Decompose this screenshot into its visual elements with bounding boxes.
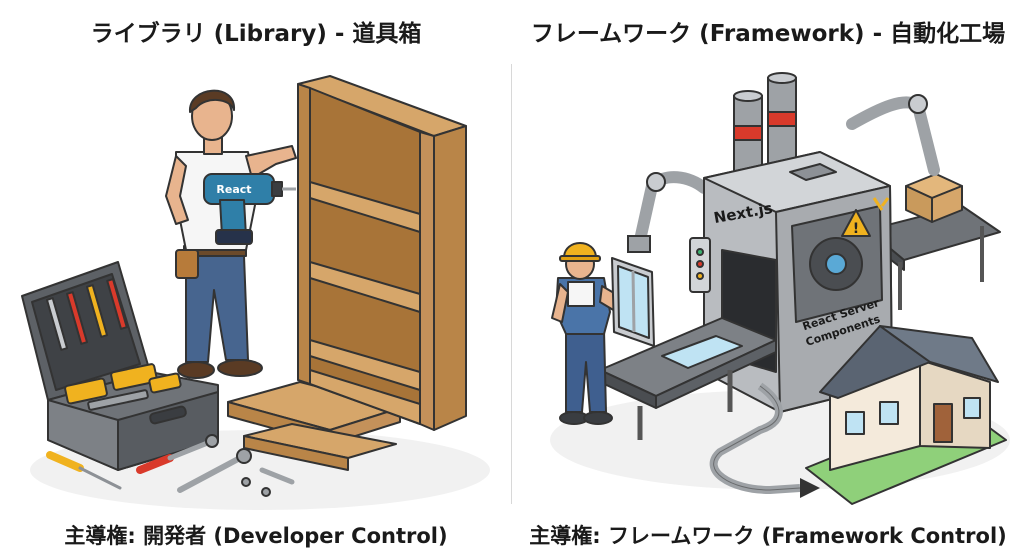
drill-react-label: React — [216, 183, 251, 196]
output-pipe-arrow — [709, 382, 820, 498]
drill-icon: React — [203, 173, 296, 245]
robotic-arms — [627, 94, 940, 253]
loose-tools — [46, 434, 295, 497]
house-icon — [805, 325, 1007, 505]
framework-title: フレームワーク (Framework) - 自動化工場 — [530, 21, 1006, 47]
library-caption: 主導権: 開発者 (Developer Control) — [64, 524, 448, 548]
wooden-bookshelf — [297, 75, 467, 431]
window-frame-icon — [611, 257, 655, 347]
wood-planks — [227, 381, 401, 471]
library-title: ライブラリ (Library) - 道具箱 — [90, 21, 422, 47]
svg-text:!: ! — [853, 221, 859, 237]
conveyor-front — [599, 317, 777, 440]
framework-caption: 主導権: フレームワーク (Framework Control) — [529, 524, 1007, 548]
panel-divider — [511, 64, 512, 504]
toolbox-illustration — [21, 261, 219, 471]
cardboard-box-icon — [905, 173, 963, 223]
